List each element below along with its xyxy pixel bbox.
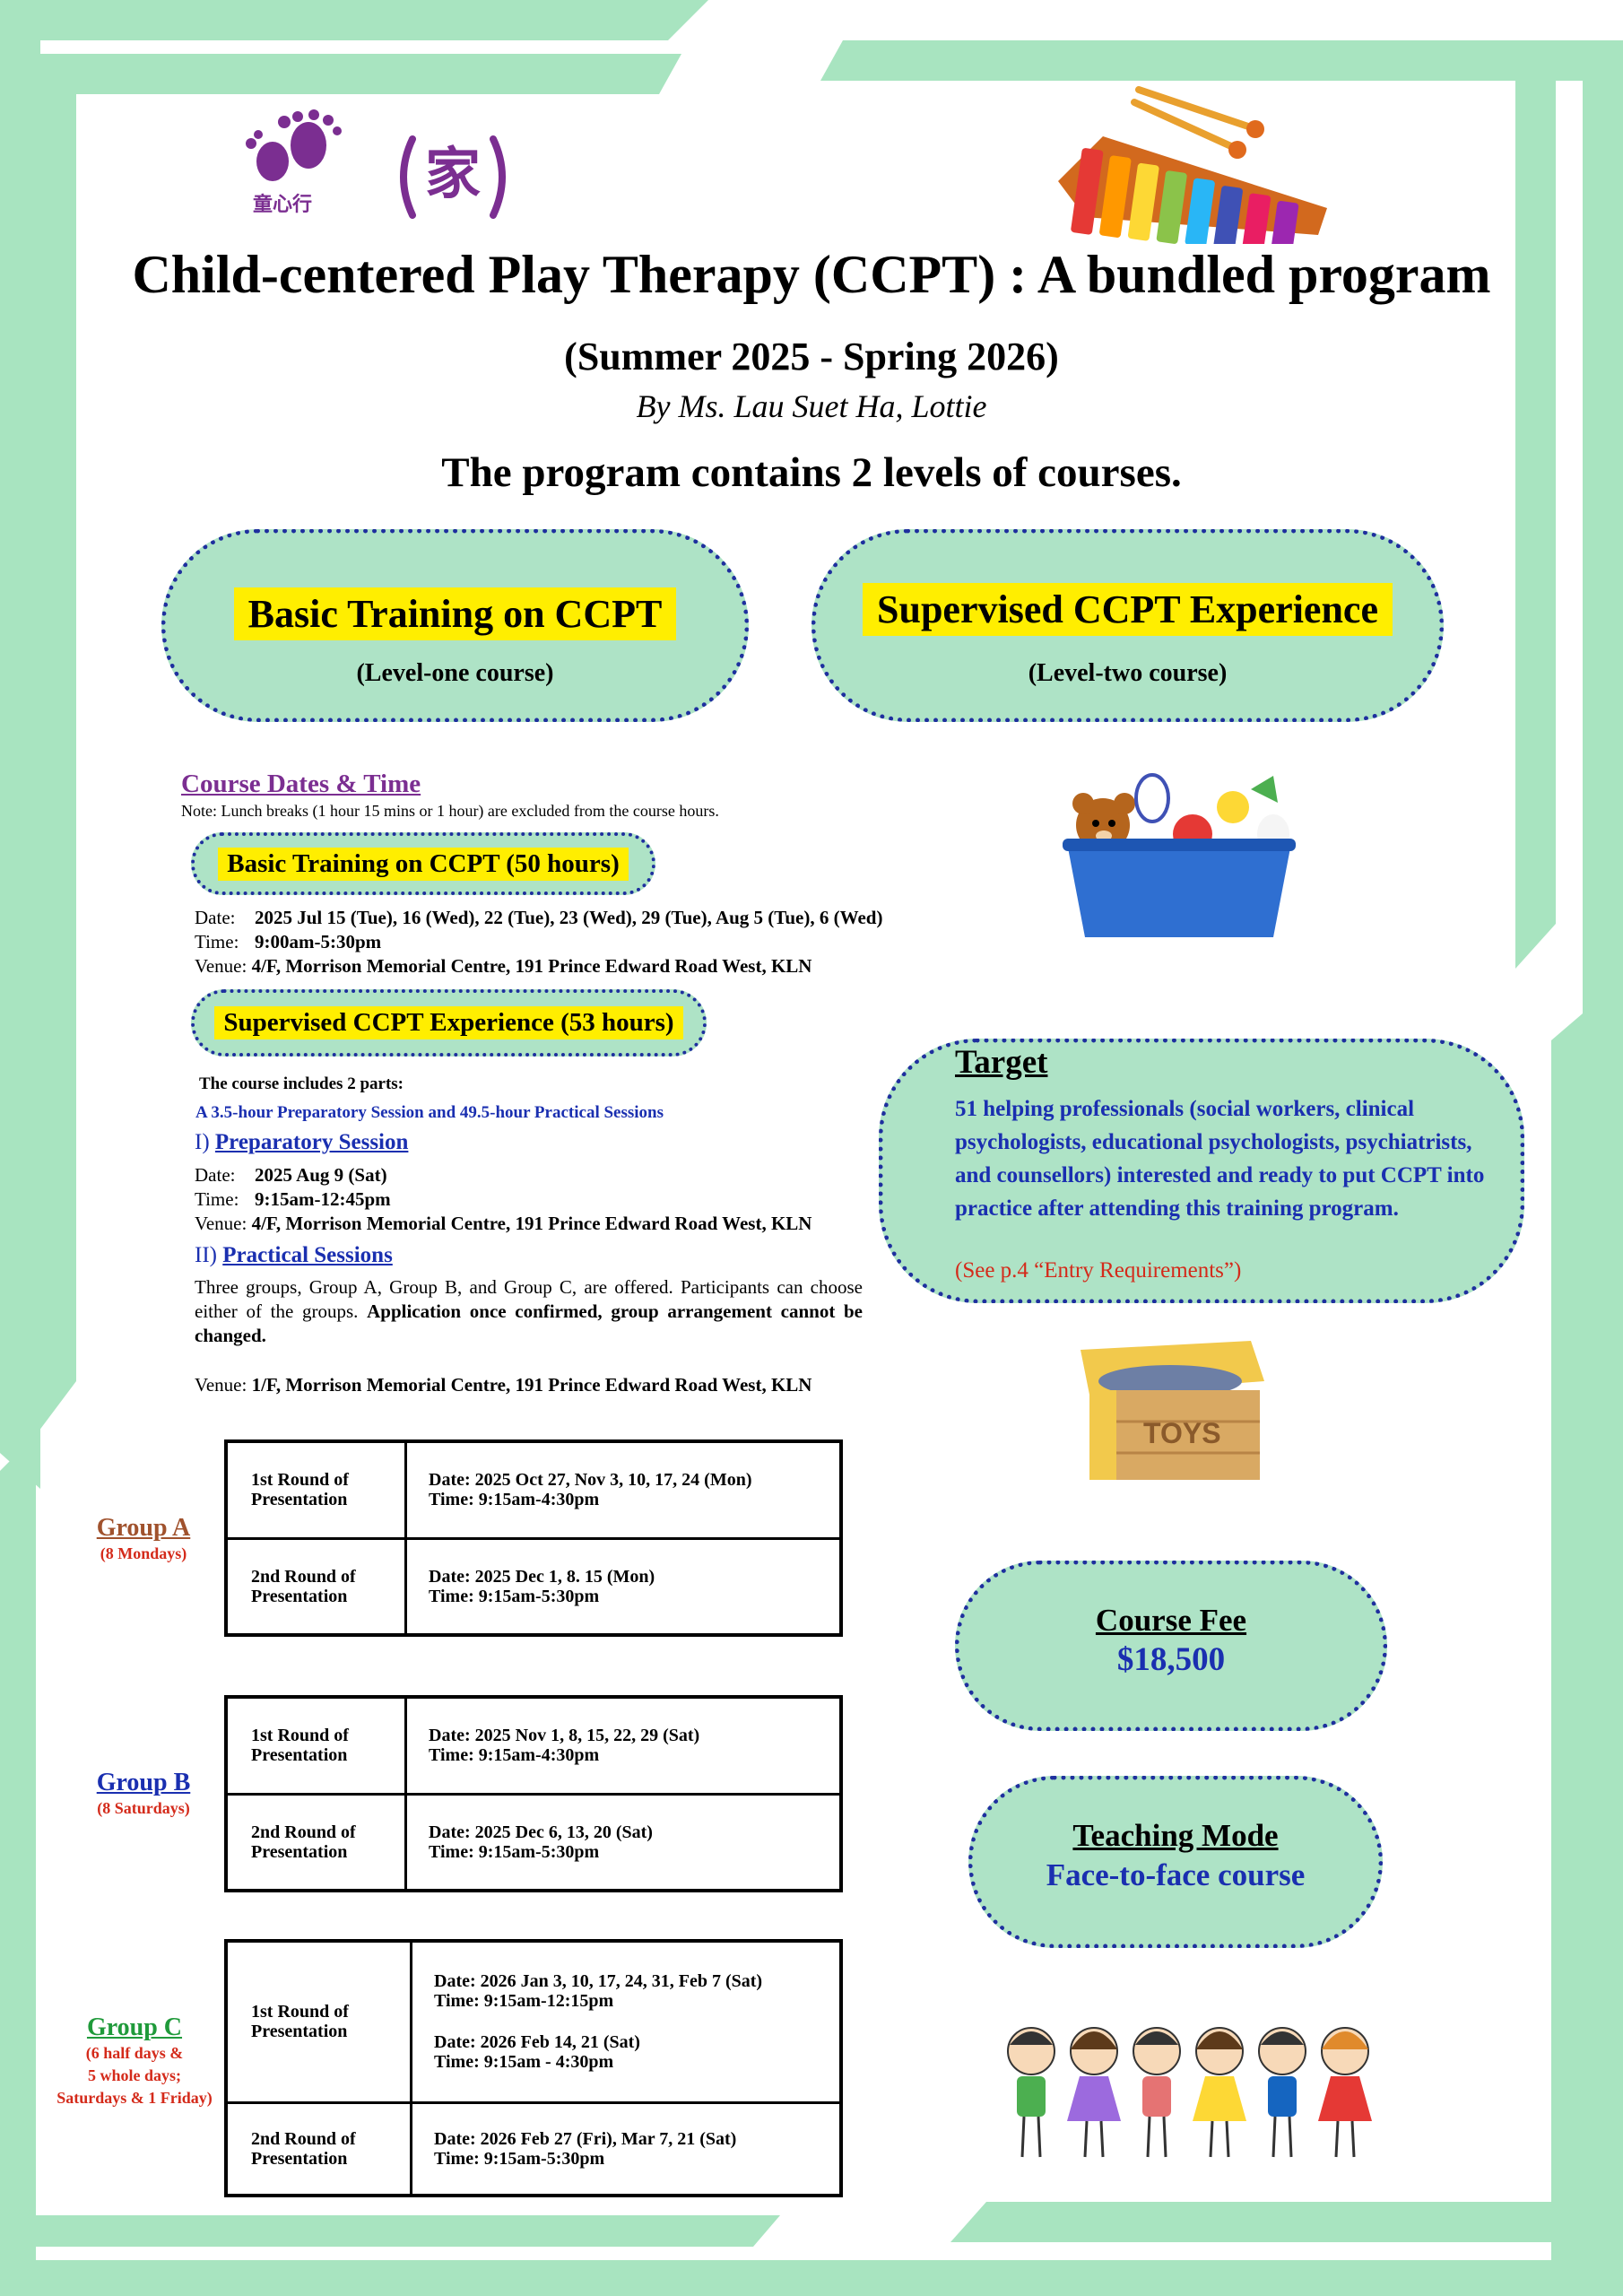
basic-date-label: Date: — [195, 907, 236, 928]
basic-training-details: Date: 2025 Jul 15 (Tue), 16 (Wed), 22 (Tu… — [195, 906, 1002, 978]
basic-time-label: Time: — [195, 931, 239, 952]
practical-desc-bold: Application once confirmed, group arrang… — [195, 1300, 863, 1346]
basic-venue: 4/F, Morrison Memorial Centre, 191 Princ… — [251, 955, 812, 977]
course-dates-heading[interactable]: Course Dates & Time — [181, 770, 421, 798]
prep-venue-label: Venue: — [195, 1213, 247, 1234]
organization-logo-footprints: 童心行 — [235, 109, 352, 222]
target-body: 51 helping professionals (social workers… — [955, 1097, 1485, 1221]
toy-chest-label: TOYS — [1143, 1417, 1221, 1449]
supervised-badge-label: Supervised CCPT Experience (53 hours) — [214, 1006, 683, 1039]
group-b-sub: (8 Saturdays) — [97, 1799, 190, 1817]
teaching-mode-heading: Teaching Mode — [1072, 1818, 1279, 1853]
teaching-mode-value: Face-to-face course — [1046, 1857, 1306, 1892]
organization-logo-home: 家 — [395, 126, 511, 229]
group-b-label: Group B (8 Saturdays) — [54, 1769, 233, 1820]
xylophone-icon — [1049, 83, 1336, 257]
group-b-name: Group B — [96, 1769, 191, 1796]
round-schedule: Date: 2025 Dec 6, 13, 20 (Sat)Time: 9:15… — [404, 1792, 843, 1892]
round-schedule: Date: 2025 Oct 27, Nov 3, 10, 17, 24 (Mo… — [404, 1439, 843, 1540]
prep-time-label: Time: — [195, 1188, 239, 1210]
program-period: (Summer 2025 - Spring 2026) — [564, 335, 1059, 378]
round-schedule: Date: 2025 Nov 1, 8, 15, 22, 29 (Sat)Tim… — [404, 1695, 843, 1796]
practical-sessions-link[interactable]: Practical Sessions — [222, 1243, 393, 1267]
practical-description: Three groups, Group A, Group B, and Grou… — [195, 1275, 863, 1348]
level-one-sub: (Level-one course) — [356, 659, 554, 687]
practical-heading-row: II) Practical Sessions — [195, 1243, 393, 1268]
course-fee-heading: Course Fee — [1095, 1603, 1247, 1638]
supervised-badge: Supervised CCPT Experience (53 hours) — [191, 989, 707, 1057]
round-schedule: Date: 2026 Feb 27 (Fri), Mar 7, 21 (Sat)… — [410, 2100, 843, 2197]
lunch-note: Note: Lunch breaks (1 hour 15 mins or 1 … — [181, 802, 719, 820]
toy-chest-icon: TOYS — [1072, 1341, 1269, 1484]
author-line: By Ms. Lau Suet Ha, Lottie — [636, 388, 987, 424]
prep-date: 2025 Aug 9 (Sat) — [255, 1164, 387, 1186]
group-c-sub3: Saturdays & 1 Friday) — [56, 2089, 213, 2107]
group-a-name: Group A — [96, 1514, 191, 1542]
round-schedule: Date: 2025 Dec 1, 8. 15 (Mon)Time: 9:15a… — [404, 1536, 843, 1637]
basic-training-badge: Basic Training on CCPT (50 hours) — [191, 832, 655, 895]
practical-venue-row: Venue: 1/F, Morrison Memorial Centre, 19… — [195, 1373, 1002, 1397]
group-c-sub1: (6 half days & — [85, 2044, 184, 2062]
group-a-label: Group A (8 Mondays) — [54, 1514, 233, 1565]
prep-date-label: Date: — [195, 1164, 236, 1186]
toy-basket-icon — [1049, 771, 1309, 951]
preparatory-heading-row: I) Preparatory Session — [195, 1130, 408, 1155]
group-a-sub: (8 Mondays) — [100, 1544, 187, 1562]
level-one-pill: Basic Training on CCPT (Level-one course… — [161, 529, 749, 722]
basic-time: 9:00am-5:30pm — [255, 931, 382, 952]
level-two-sub: (Level-two course) — [1028, 659, 1228, 687]
practical-venue: 1/F, Morrison Memorial Centre, 191 Princ… — [251, 1374, 812, 1396]
group-c-sub2: 5 whole days; — [87, 2066, 181, 2084]
preparatory-session-link[interactable]: Preparatory Session — [214, 1130, 409, 1154]
round-schedule: Date: 2026 Jan 3, 10, 17, 24, 31, Feb 7 … — [410, 1939, 843, 2104]
prep-venue: 4/F, Morrison Memorial Centre, 191 Princ… — [251, 1213, 812, 1234]
level-one-name: Basic Training on CCPT — [233, 587, 677, 640]
prep-time: 9:15am-12:45pm — [255, 1188, 391, 1210]
practical-desc-plain: Three groups, Group A, Group B, and Grou… — [195, 1276, 863, 1322]
target-heading: Target — [955, 1044, 1048, 1081]
course-fee-amount: $18,500 — [1116, 1641, 1226, 1678]
preparatory-details: Date: 2025 Aug 9 (Sat) Time: 9:15am-12:45p… — [195, 1163, 1002, 1236]
preparatory-prefix: I) — [195, 1130, 210, 1154]
basic-training-badge-label: Basic Training on CCPT (50 hours) — [218, 847, 629, 881]
basic-venue-label: Venue: — [195, 955, 247, 977]
target-note: (See p.4 “Entry Requirements”) — [955, 1258, 1242, 1283]
parts-description: A 3.5-hour Preparatory Session and 49.5-… — [195, 1103, 664, 1122]
target-panel: Target 51 helping professionals (social … — [879, 1039, 1524, 1303]
parts-intro: The course includes 2 parts: — [199, 1074, 404, 1093]
logo-text: 童心行 — [253, 193, 313, 215]
teaching-mode-panel: Teaching Mode Face-to-face course — [968, 1776, 1383, 1948]
practical-venue-label: Venue: — [195, 1374, 247, 1396]
practical-prefix: II) — [195, 1243, 217, 1267]
group-c-name: Group C — [86, 2013, 183, 2041]
levels-statement: The program contains 2 levels of courses… — [441, 449, 1182, 496]
basic-date: 2025 Jul 15 (Tue), 16 (Wed), 22 (Tue), 2… — [255, 907, 883, 928]
page-title: Child-centered Play Therapy (CCPT) : A b… — [132, 245, 1491, 304]
level-two-name: Supervised CCPT Experience — [863, 583, 1393, 636]
level-two-pill: Supervised CCPT Experience (Level-two co… — [812, 529, 1444, 722]
group-c-label: Group C (6 half days & 5 whole days; Sat… — [36, 2013, 233, 2109]
children-holding-hands-icon — [1004, 2013, 1381, 2166]
logo-character: 家 — [424, 144, 481, 205]
course-fee-panel: Course Fee $18,500 — [955, 1561, 1387, 1731]
